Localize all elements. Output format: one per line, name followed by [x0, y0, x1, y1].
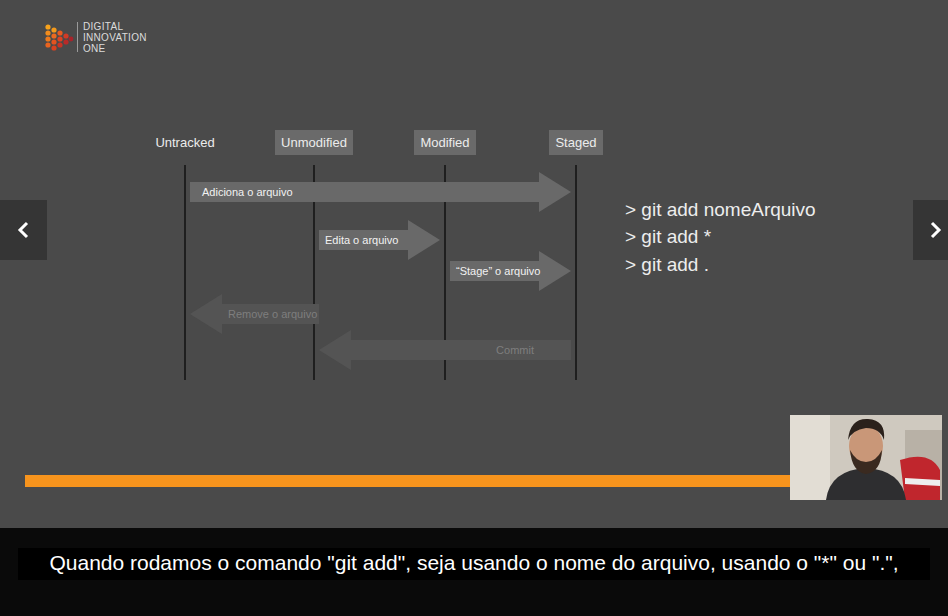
arrow-label: “Stage” o arquivo	[454, 261, 542, 281]
state-name: Unmodified	[281, 135, 347, 150]
block-arrow	[319, 330, 571, 370]
block-arrow	[450, 251, 571, 291]
state-name: Untracked	[155, 135, 214, 150]
arrow-label: Commit	[494, 340, 536, 360]
block-arrow	[319, 220, 440, 260]
command-text: > git add nomeArquivo	[625, 198, 816, 222]
state-box: Staged	[549, 130, 602, 155]
nav-prev-button	[0, 200, 47, 260]
command-text: > git add .	[625, 253, 709, 277]
arrow-label: Adiciona o arquivo	[200, 182, 295, 202]
state-heading: Untracked	[153, 130, 216, 155]
subtitle-ground	[0, 528, 948, 616]
block-arrow	[190, 172, 571, 212]
logo-text: DIGITAL	[83, 21, 123, 32]
logo-text: INNOVATION	[83, 32, 147, 43]
state-name: Modified	[420, 135, 469, 150]
logo-text: ONE	[83, 43, 106, 54]
progress-bar	[25, 475, 791, 487]
subtitle-caption: Quando rodamos o comando "git add", seja…	[18, 548, 930, 580]
nav-next-button	[913, 200, 948, 260]
arrow-label: Edita o arquivo	[323, 230, 400, 250]
arrow-label: Remove o arquivo	[226, 304, 319, 324]
state-box: Modified	[414, 130, 475, 155]
slide-ground	[0, 0, 948, 528]
state-name: Staged	[555, 135, 596, 150]
webcam-picture	[790, 415, 942, 500]
logo-icon	[45, 22, 78, 52]
command-text: > git add *	[625, 225, 711, 249]
lifelines	[185, 165, 576, 380]
state-box: Unmodified	[275, 130, 353, 155]
